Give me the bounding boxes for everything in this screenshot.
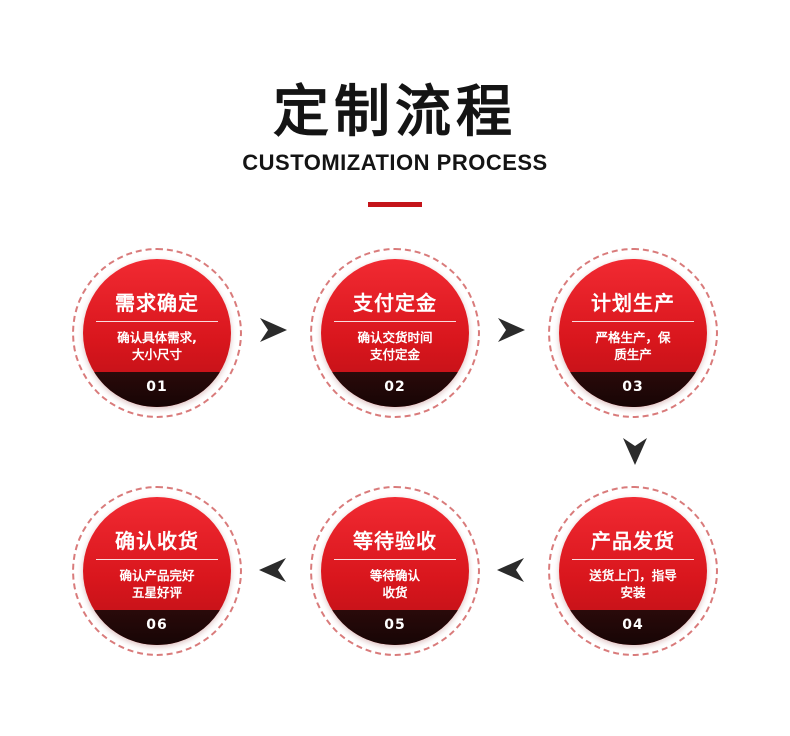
page-title: 定制流程 <box>273 80 517 145</box>
process-step-02: 支付定金 确认交货时间 支付定金 02 <box>310 248 480 418</box>
step-ring <box>548 486 718 656</box>
step-disc: 等待验收 等待确认 收货 05 <box>321 497 469 645</box>
step-title: 等待验收 <box>353 529 437 553</box>
step-number: 01 <box>146 379 168 395</box>
step-desc-line: 质生产 <box>614 347 652 362</box>
step-title: 计划生产 <box>591 291 675 315</box>
step-disc: 计划生产 严格生产，保 质生产 03 <box>559 259 707 407</box>
step-number-band <box>321 610 469 645</box>
step-desc-line: 大小尺寸 <box>131 347 182 362</box>
step-description: 送货上门，指导 安装 <box>569 567 697 601</box>
step-number-band <box>559 610 707 645</box>
step-desc-line: 等待确认 <box>369 568 420 583</box>
process-step-01: 需求确定 确认具体需求, 大小尺寸 01 <box>72 248 242 418</box>
step-desc-line: 确认具体需求, <box>117 330 197 345</box>
step-divider <box>334 559 456 560</box>
step-number-band <box>559 372 707 407</box>
step-ring <box>72 248 242 418</box>
step-divider <box>96 559 218 560</box>
step-number: 06 <box>146 617 168 633</box>
step-title: 产品发货 <box>591 529 675 553</box>
arrow-right-icon <box>260 318 287 342</box>
step-desc-line: 安装 <box>620 585 646 600</box>
step-description: 确认产品完好 五星好评 <box>93 567 221 601</box>
step-title: 确认收货 <box>115 529 199 553</box>
step-desc-line: 送货上门，指导 <box>589 568 677 583</box>
step-ring <box>548 248 718 418</box>
step-title: 支付定金 <box>353 291 437 315</box>
step-divider <box>572 559 694 560</box>
step-number: 05 <box>384 617 406 633</box>
step-number-band <box>83 610 231 645</box>
step-number-band <box>83 372 231 407</box>
step-number-band <box>321 372 469 407</box>
step-divider <box>572 321 694 322</box>
process-step-06: 确认收货 确认产品完好 五星好评 06 <box>72 486 242 656</box>
step-disc: 确认收货 确认产品完好 五星好评 06 <box>83 497 231 645</box>
step-ring <box>310 486 480 656</box>
step-desc-line: 支付定金 <box>369 347 420 362</box>
step-number: 04 <box>622 617 644 633</box>
step-description: 确认具体需求, 大小尺寸 <box>93 329 221 363</box>
arrow-left-icon <box>259 558 286 582</box>
process-step-03: 计划生产 严格生产，保 质生产 03 <box>548 248 718 418</box>
step-desc-line: 收货 <box>382 585 408 600</box>
step-description: 确认交货时间 支付定金 <box>331 329 459 363</box>
step-desc-line: 严格生产，保 <box>595 330 671 345</box>
arrow-right-icon <box>498 318 525 342</box>
step-title: 需求确定 <box>115 291 199 315</box>
step-disc: 需求确定 确认具体需求, 大小尺寸 01 <box>83 259 231 407</box>
process-step-04: 产品发货 送货上门，指导 安装 04 <box>548 486 718 656</box>
step-ring <box>72 486 242 656</box>
step-divider <box>96 321 218 322</box>
step-number: 02 <box>384 379 406 395</box>
step-divider <box>334 321 456 322</box>
arrow-left-icon <box>497 558 524 582</box>
step-disc: 产品发货 送货上门，指导 安装 04 <box>559 497 707 645</box>
step-desc-line: 五星好评 <box>131 585 182 600</box>
step-ring <box>310 248 480 418</box>
step-disc: 支付定金 确认交货时间 支付定金 02 <box>321 259 469 407</box>
title-divider <box>368 202 422 207</box>
page-subtitle: CUSTOMIZATION PROCESS <box>242 150 548 175</box>
step-desc-line: 确认交货时间 <box>357 330 433 345</box>
process-step-05: 等待验收 等待确认 收货 05 <box>310 486 480 656</box>
step-number: 03 <box>622 379 644 395</box>
step-desc-line: 确认产品完好 <box>119 568 195 583</box>
step-description: 严格生产，保 质生产 <box>569 329 697 363</box>
step-description: 等待确认 收货 <box>331 567 459 601</box>
arrow-down-icon <box>623 438 647 465</box>
